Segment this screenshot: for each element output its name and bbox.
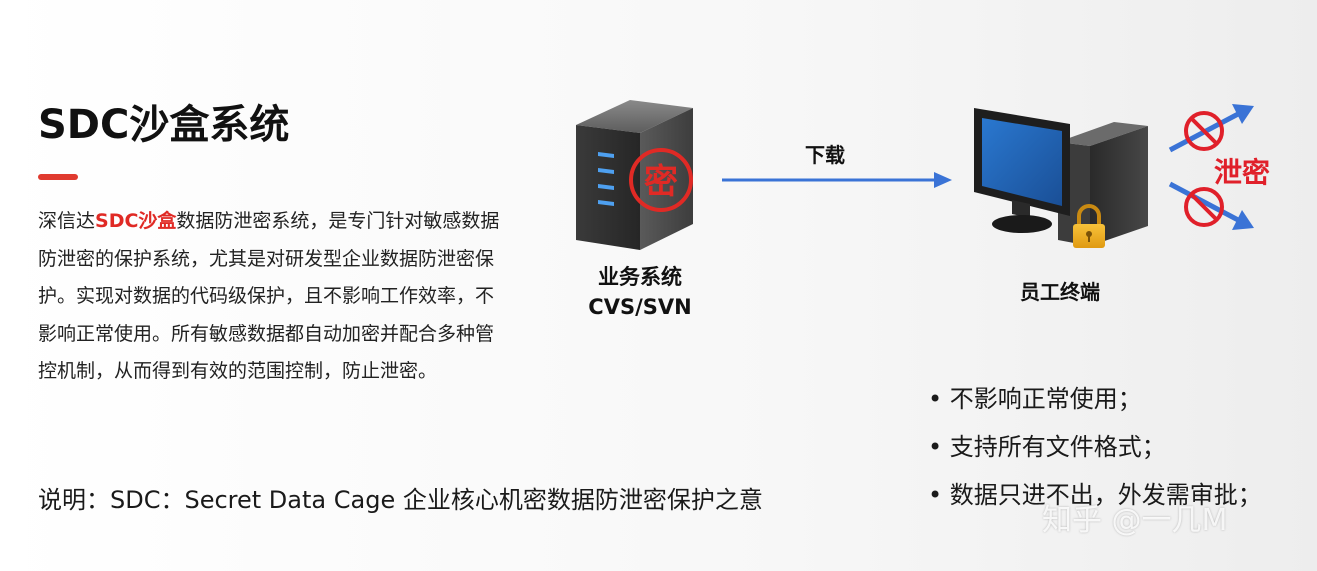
title-underline-bar	[38, 174, 78, 180]
terminal-computer-icon	[974, 108, 1148, 248]
description-prefix: 深信达	[38, 210, 96, 232]
page-title: SDC沙盒系统	[38, 102, 290, 148]
prohibition-icon	[1184, 187, 1224, 227]
download-label: 下载	[805, 143, 845, 167]
server-label: 业务系统 CVS/SVN	[560, 262, 720, 322]
server-label-line1: 业务系统	[598, 265, 682, 289]
feature-list: 不影响正常使用； 支持所有文件格式； 数据只进不出，外发需审批；	[928, 375, 1262, 519]
description-highlight: SDC沙盒	[95, 210, 177, 232]
note-text: 说明：SDC：Secret Data Cage 企业核心机密数据防泄密保护之意	[38, 486, 763, 514]
feature-item: 不影响正常使用；	[928, 375, 1262, 423]
description-body: 数据防泄密系统，是专门针对敏感数据防泄密的保护系统，尤其是对研发型企业数据防泄密…	[38, 210, 500, 382]
lock-icon	[1073, 204, 1105, 248]
server-label-line2: CVS/SVN	[588, 295, 692, 319]
terminal-label: 员工终端	[1020, 280, 1100, 304]
feature-item: 支持所有文件格式；	[928, 423, 1262, 471]
watermark-text: 知乎 @一几M	[1042, 503, 1228, 538]
server-stamp-text: 密	[644, 162, 678, 202]
leak-label: 泄密	[1214, 156, 1271, 189]
download-arrow-icon	[722, 172, 952, 188]
feature-item: 数据只进不出，外发需审批；	[928, 471, 1262, 519]
prohibition-icon	[1184, 111, 1224, 151]
leak-blocked-arrows	[1168, 104, 1254, 230]
server-icon: 密	[576, 100, 693, 250]
description-paragraph: 深信达SDC沙盒数据防泄密系统，是专门针对敏感数据防泄密的保护系统，尤其是对研发…	[38, 203, 508, 391]
